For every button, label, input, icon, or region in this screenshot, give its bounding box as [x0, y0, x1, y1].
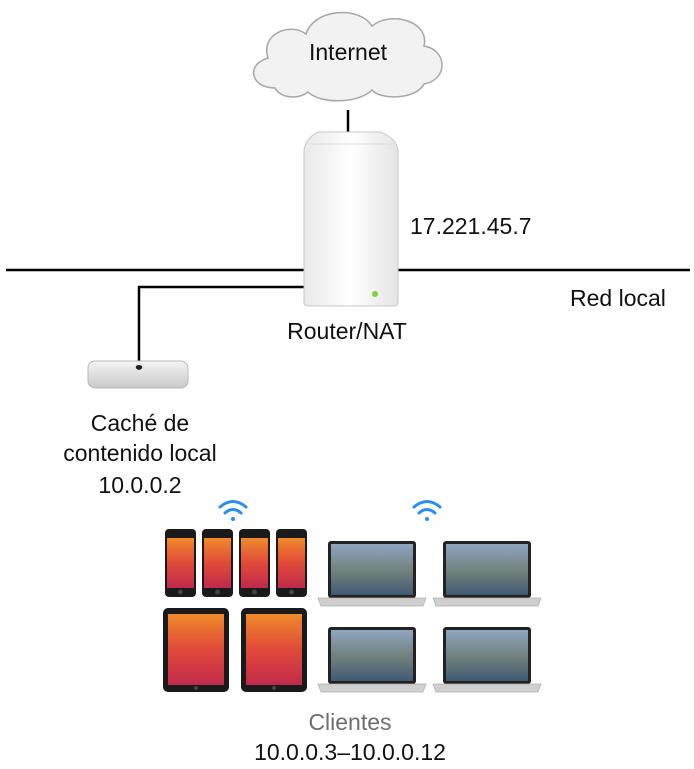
wifi-icon [412, 500, 442, 521]
mac-mini-icon [87, 360, 189, 389]
router-icon [303, 131, 399, 307]
cache-link [137, 285, 305, 363]
macbook-icon [317, 627, 427, 693]
clients-label: Clientes [308, 709, 392, 735]
cache-label-line2: contenido local [63, 440, 217, 466]
status-led [372, 291, 378, 297]
router-label: Router/NAT [287, 318, 407, 344]
macbook-icon [432, 541, 542, 607]
ipad-icon [241, 608, 307, 692]
ipad-icon [163, 608, 229, 692]
cache-label-line1: Caché de [90, 410, 190, 436]
router-ip-label: 17.221.45.7 [410, 213, 532, 239]
local-network-label: Red local [570, 285, 666, 311]
internet-label: Internet [309, 39, 387, 65]
cloud-icon [252, 11, 443, 102]
cache-ip-label: 10.0.0.2 [98, 472, 182, 498]
macbook-icon [317, 541, 427, 607]
iphone-icon [202, 529, 233, 597]
clients-ip-range: 10.0.0.3–10.0.0.12 [254, 739, 446, 765]
iphone-icon [239, 529, 270, 597]
wifi-icon [218, 500, 248, 521]
iphone-icon [276, 529, 307, 597]
macbook-icon [432, 627, 542, 693]
iphone-icon [165, 529, 196, 597]
